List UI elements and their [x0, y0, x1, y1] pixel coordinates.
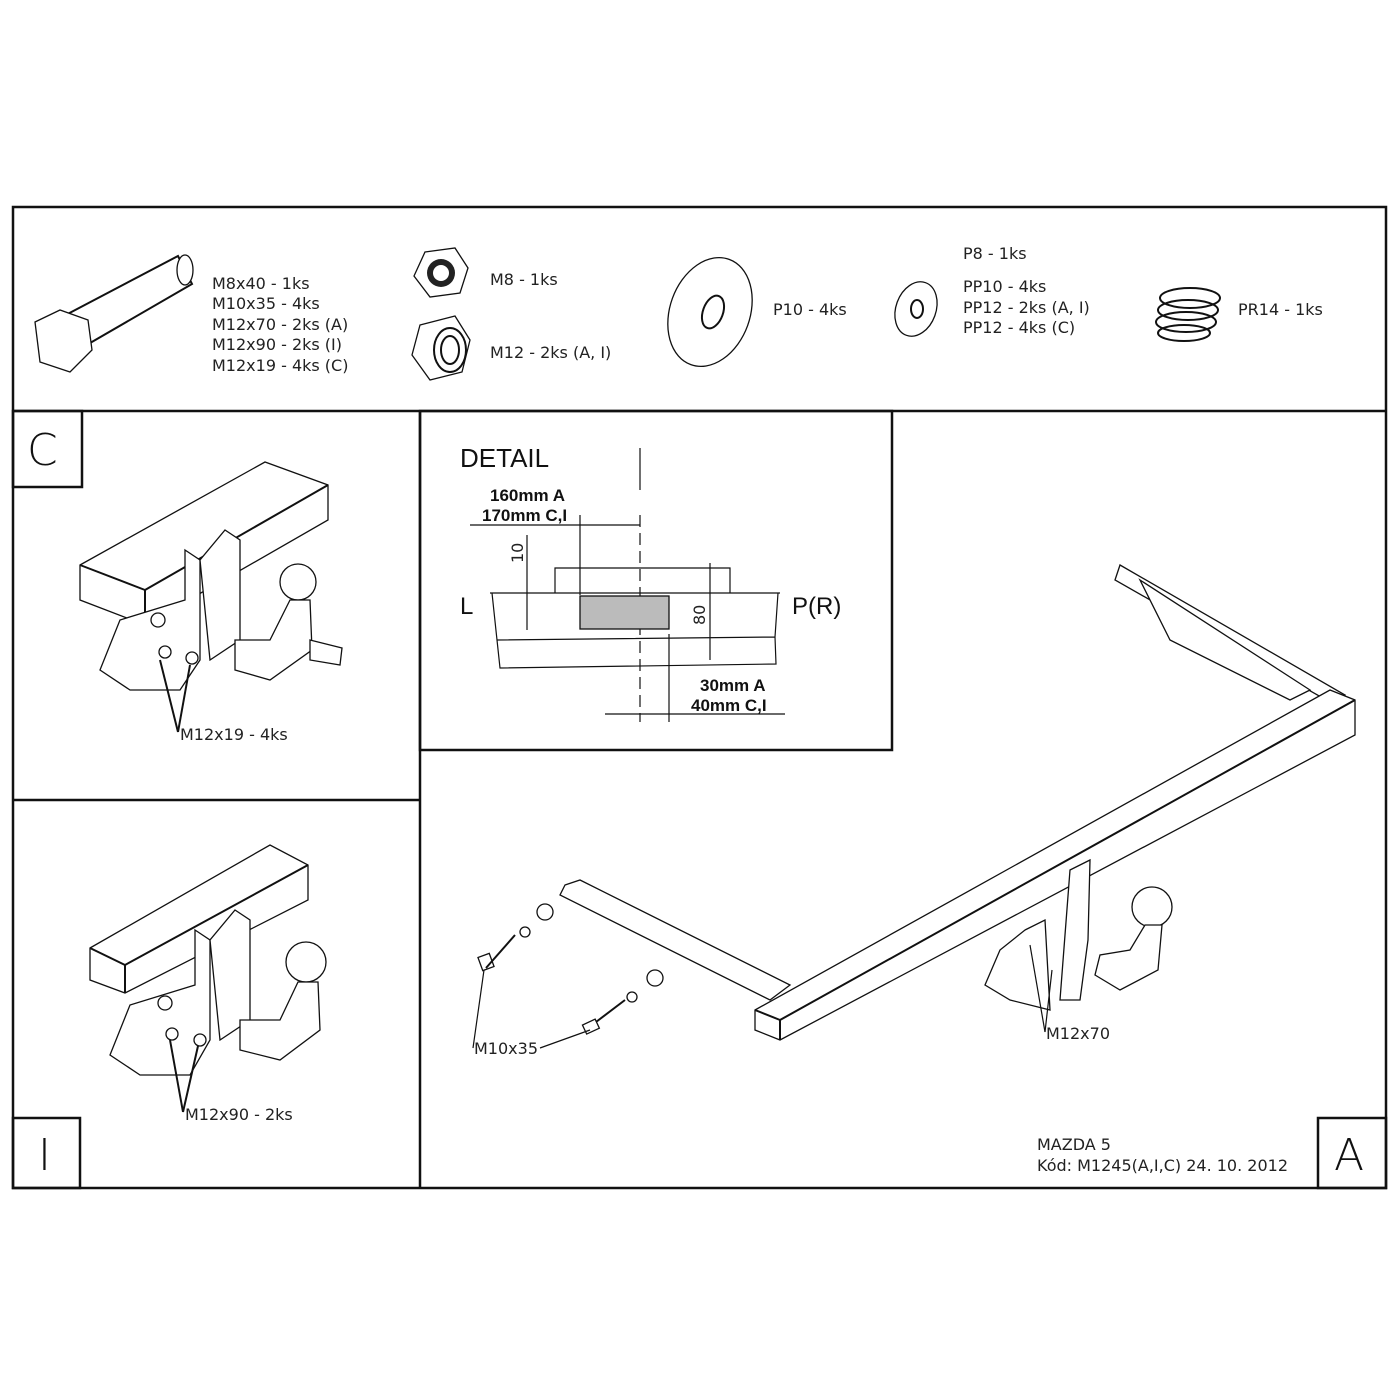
product-code: Kód: M1245(A,I,C) 24. 10. 2012 — [1037, 1156, 1288, 1175]
svg-text:PP12 - 4ks (C): PP12 - 4ks (C) — [963, 318, 1075, 337]
bolt-icon — [34, 254, 194, 373]
detail-right-label: P(R) — [792, 593, 841, 620]
nut-m8-icon — [413, 247, 469, 298]
panel-c-letter: C — [27, 425, 58, 476]
svg-text:M10x35 - 4ks: M10x35 - 4ks — [212, 294, 320, 313]
dim-160mm: 160mm A — [490, 486, 565, 505]
bolt-list: M8x40 - 1ks M10x35 - 4ks M12x70 - 2ks (A… — [212, 274, 348, 375]
detail-left-label: L — [460, 593, 473, 620]
spring-icon — [1155, 287, 1221, 342]
svg-text:M12x70 - 2ks (A): M12x70 - 2ks (A) — [212, 315, 348, 334]
callout-m12x70: M12x70 — [1046, 1024, 1110, 1043]
svg-text:M8x40 - 1ks: M8x40 - 1ks — [212, 274, 310, 293]
panel-a-label-box — [1316, 1116, 1388, 1190]
svg-text:PP10 - 4ks: PP10 - 4ks — [963, 277, 1046, 296]
dim-10: 10 — [508, 543, 527, 563]
callout-m12x19: M12x19 - 4ks — [180, 725, 288, 744]
panel-i-letter: I — [38, 1130, 51, 1181]
detail-drawing — [470, 448, 785, 722]
washer-p10-label: P10 - 4ks — [773, 300, 847, 319]
dim-40mm: 40mm C,I — [691, 696, 767, 715]
towbar-i-drawing — [89, 844, 327, 1113]
nut-m12-label: M12 - 2ks (A, I) — [490, 343, 611, 362]
washer-icon — [894, 281, 938, 337]
panel-i-label-box — [11, 1116, 82, 1190]
callout-m12x90: M12x90 - 2ks — [185, 1105, 293, 1124]
svg-text:M12x90 - 2ks (I): M12x90 - 2ks (I) — [212, 335, 342, 354]
towbar-c-drawing — [79, 461, 343, 733]
callout-m10x35: M10x35 — [474, 1039, 538, 1058]
detail-frame — [418, 409, 894, 752]
nut-m8-label: M8 - 1ks — [490, 270, 558, 289]
outer-frame — [11, 205, 1388, 1190]
dim-30mm: 30mm A — [700, 676, 766, 695]
panel-a-letter: A — [1334, 1130, 1364, 1181]
panel-c-label-box — [11, 409, 84, 489]
dim-80: 80 — [690, 605, 709, 625]
dim-170mm: 170mm C,I — [482, 506, 567, 525]
nut-m12-icon — [411, 315, 471, 381]
svg-text:M12x19 - 4ks (C): M12x19 - 4ks (C) — [212, 356, 348, 375]
model-name: MAZDA 5 — [1037, 1135, 1111, 1154]
spring-label: PR14 - 1ks — [1238, 300, 1323, 319]
svg-text:PP12 - 2ks (A, I): PP12 - 2ks (A, I) — [963, 298, 1090, 317]
towbar-a-drawing — [472, 564, 1356, 1049]
svg-text:P8 - 1ks: P8 - 1ks — [963, 244, 1027, 263]
detail-title: DETAIL — [460, 443, 549, 473]
washer-p10-icon — [667, 256, 753, 368]
washer-list: P8 - 1ks PP10 - 4ks PP12 - 2ks (A, I) PP… — [963, 244, 1090, 337]
